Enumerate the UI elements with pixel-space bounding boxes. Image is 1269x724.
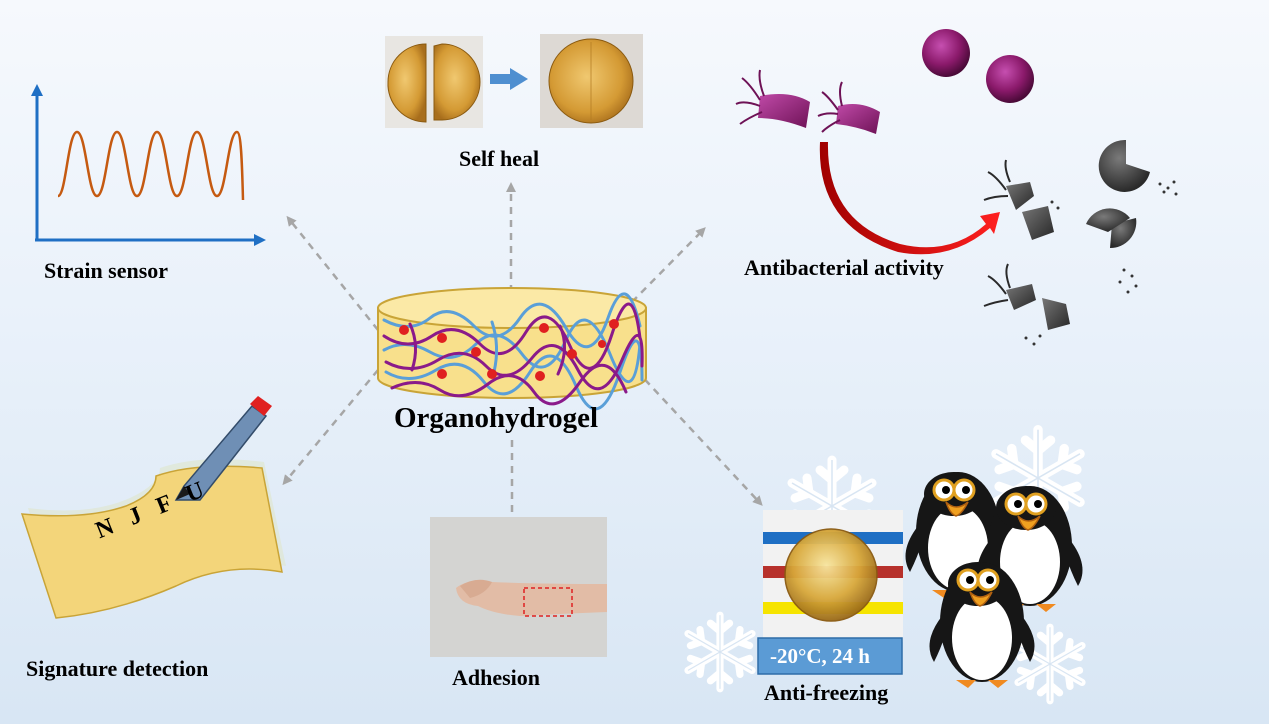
antibacterial-label: Antibacterial activity [744,255,944,280]
strain-sensor-label: Strain sensor [44,258,169,283]
anti-freezing-graphic [688,430,1083,701]
freeze-condition-badge [757,637,903,675]
pen-icon [174,396,272,501]
organohydrogel-title: Organohydrogel [394,402,599,434]
strain-wave [56,130,245,201]
anti-freezing-label: Anti-freezing [764,680,889,705]
arrow-to-signature [282,369,379,486]
bacteria-rod [817,81,880,134]
freeze-condition-text: -20°C, 24 h [770,644,870,668]
connector-arrows [282,182,763,549]
organohydrogel-cylinder [377,287,647,411]
adhesion-photo [430,517,607,657]
antibacterial-graphic [735,29,1178,346]
crosslink-points [399,319,619,381]
self-heal-label: Self heal [459,146,540,171]
polymer-network [382,292,644,411]
kill-arrow [819,142,1000,255]
right-arrow-icon [490,68,528,90]
adhesion-label: Adhesion [452,665,541,690]
arrow-to-antibacterial [631,227,706,303]
bacteria-rod [735,69,810,128]
strain-sensor-graph [31,84,266,246]
dead-bacteria [983,139,1178,346]
bacteria-coccus [922,29,970,77]
adhesion-area [523,587,573,617]
signature-detection-label: Signature detection [26,656,209,681]
penguin-icons [904,470,1084,690]
signature-paper [20,396,286,619]
self-heal-photos [385,34,643,128]
arrow-to-strain-sensor [286,215,379,331]
bacteria-coccus [986,55,1034,103]
arrow-to-anti-freezing [635,369,763,506]
